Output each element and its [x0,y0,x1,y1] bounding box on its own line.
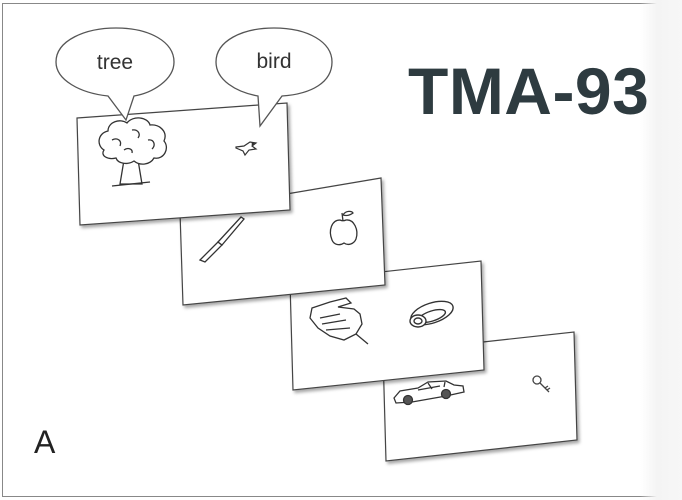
card-1 [77,103,290,225]
overlay-title: TMA-93 [408,58,649,124]
panel-label: A [34,424,55,461]
speech-bubble-tree: tree [56,28,174,120]
speech-bubble-bird-text: bird [256,50,291,73]
speech-bubble-tree-text: tree [97,51,133,74]
